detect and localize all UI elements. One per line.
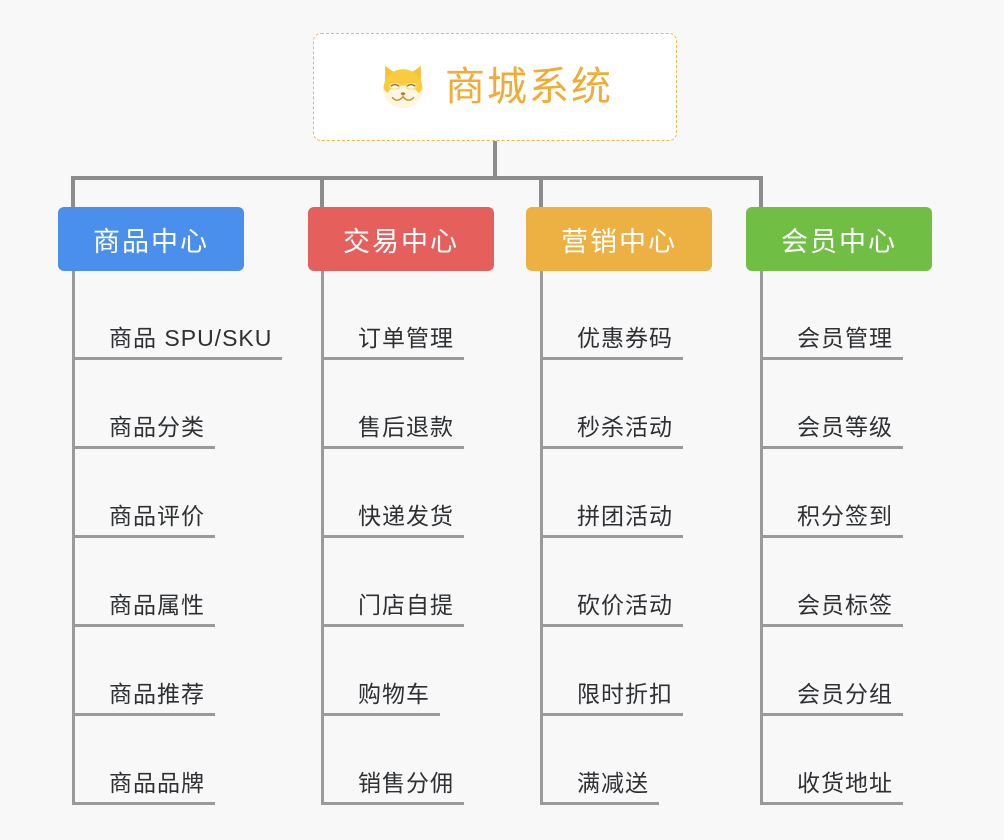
leaf-label: 快递发货 bbox=[324, 503, 464, 538]
leaf-item[interactable]: 商品属性 bbox=[75, 538, 215, 627]
leaf-item[interactable]: 门店自提 bbox=[324, 538, 464, 627]
category-label: 交易中心 bbox=[343, 226, 459, 257]
leaf-label: 销售分佣 bbox=[324, 770, 464, 805]
leaf-label: 收货地址 bbox=[763, 770, 903, 805]
leaf-label: 商品品牌 bbox=[75, 770, 215, 805]
leaf-item[interactable]: 商品推荐 bbox=[75, 627, 215, 716]
leaf-item[interactable]: 优惠券码 bbox=[543, 271, 683, 360]
category-box-0[interactable]: 商品中心 bbox=[58, 207, 244, 271]
leaf-item[interactable]: 拼团活动 bbox=[543, 449, 683, 538]
leaf-label: 门店自提 bbox=[324, 592, 464, 627]
leaf-label: 砍价活动 bbox=[543, 592, 683, 627]
branch-drop-line-2 bbox=[539, 176, 543, 207]
leaf-item[interactable]: 积分签到 bbox=[763, 449, 903, 538]
leaf-item[interactable]: 会员分组 bbox=[763, 627, 903, 716]
leaf-item[interactable]: 商品评价 bbox=[75, 449, 215, 538]
leaf-label: 优惠券码 bbox=[543, 325, 683, 360]
leaf-label: 会员分组 bbox=[763, 681, 903, 716]
leaf-label: 会员标签 bbox=[763, 592, 903, 627]
leaf-item[interactable]: 收货地址 bbox=[763, 716, 903, 805]
leaf-label: 商品 SPU/SKU bbox=[75, 325, 283, 360]
branch-spine bbox=[321, 271, 324, 805]
branch-drop-line-1 bbox=[320, 176, 324, 207]
leaf-item[interactable]: 订单管理 bbox=[324, 271, 464, 360]
leaf-label: 会员管理 bbox=[763, 325, 903, 360]
leaf-label: 秒杀活动 bbox=[543, 414, 683, 449]
branch-drop-line-3 bbox=[759, 176, 763, 207]
leaf-item[interactable]: 销售分佣 bbox=[324, 716, 464, 805]
branch-drop-line-0 bbox=[71, 176, 75, 207]
leaf-label: 订单管理 bbox=[324, 325, 464, 360]
leaf-item[interactable]: 会员标签 bbox=[763, 538, 903, 627]
branch-spine bbox=[540, 271, 543, 805]
category-label: 营销中心 bbox=[561, 226, 677, 257]
root-stem-line bbox=[493, 141, 497, 180]
leaf-item[interactable]: 售后退款 bbox=[324, 360, 464, 449]
leaf-label: 商品推荐 bbox=[75, 681, 215, 716]
leaf-label: 会员等级 bbox=[763, 414, 903, 449]
shiba-dog-face-icon bbox=[377, 61, 429, 113]
category-label: 商品中心 bbox=[93, 226, 209, 257]
leaf-label: 商品属性 bbox=[75, 592, 215, 627]
leaf-item[interactable]: 快递发货 bbox=[324, 449, 464, 538]
leaf-label: 售后退款 bbox=[324, 414, 464, 449]
leaf-item[interactable]: 砍价活动 bbox=[543, 538, 683, 627]
leaf-label: 限时折扣 bbox=[543, 681, 683, 716]
leaf-item[interactable]: 秒杀活动 bbox=[543, 360, 683, 449]
leaf-label: 商品分类 bbox=[75, 414, 215, 449]
branch-spine bbox=[760, 271, 763, 805]
bus-line bbox=[71, 176, 763, 180]
leaf-item[interactable]: 购物车 bbox=[324, 627, 440, 716]
leaf-label: 商品评价 bbox=[75, 503, 215, 538]
leaf-item[interactable]: 限时折扣 bbox=[543, 627, 683, 716]
leaf-label: 拼团活动 bbox=[543, 503, 683, 538]
branch-spine bbox=[72, 271, 75, 805]
category-box-3[interactable]: 会员中心 bbox=[746, 207, 932, 271]
leaf-label: 积分签到 bbox=[763, 503, 903, 538]
leaf-item[interactable]: 商品分类 bbox=[75, 360, 215, 449]
root-title: 商城系统 bbox=[445, 65, 613, 109]
leaf-label: 购物车 bbox=[324, 681, 440, 716]
leaf-item[interactable]: 会员等级 bbox=[763, 360, 903, 449]
leaf-item[interactable]: 会员管理 bbox=[763, 271, 903, 360]
category-box-2[interactable]: 营销中心 bbox=[526, 207, 712, 271]
leaf-item[interactable]: 商品品牌 bbox=[75, 716, 215, 805]
root-node[interactable]: 商城系统 bbox=[313, 33, 677, 141]
leaf-item[interactable]: 满减送 bbox=[543, 716, 659, 805]
category-label: 会员中心 bbox=[781, 226, 897, 257]
leaf-item[interactable]: 商品 SPU/SKU bbox=[75, 271, 283, 360]
leaf-label: 满减送 bbox=[543, 770, 659, 805]
category-box-1[interactable]: 交易中心 bbox=[308, 207, 494, 271]
